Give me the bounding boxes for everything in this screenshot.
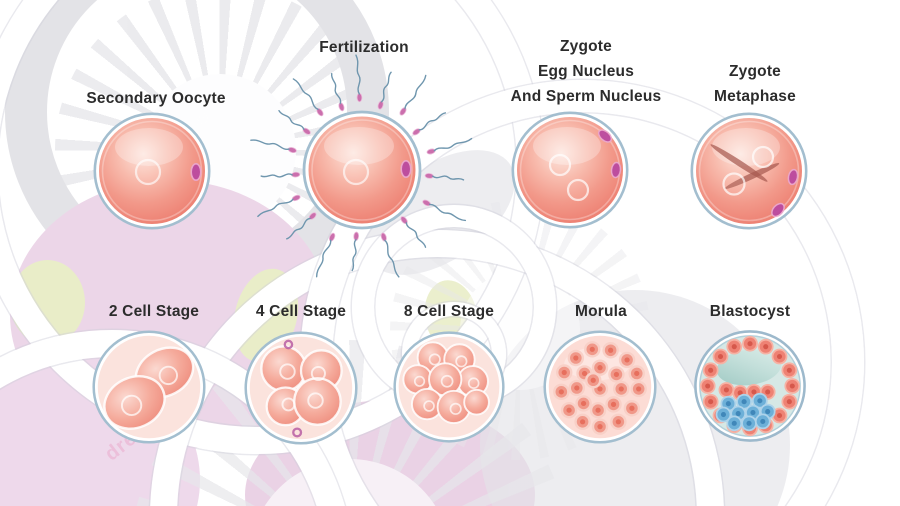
- polar-body-remnant: [292, 427, 303, 438]
- zygote-nuclei-illustration: [511, 111, 629, 229]
- nucleus: [342, 158, 370, 186]
- fertilization-illustration: [250, 54, 474, 279]
- stage-label-secondary-oocyte: Secondary Oocyte: [86, 86, 225, 111]
- blastomere: [463, 388, 490, 416]
- sperm-nucleus: [566, 178, 590, 202]
- nucleus: [428, 353, 441, 366]
- stage-label-blastocyst: Blastocyst: [710, 299, 790, 324]
- egg-cell: [511, 111, 629, 229]
- nucleus: [751, 145, 775, 169]
- polar-body: [400, 160, 412, 179]
- label-line: Metaphase: [714, 88, 796, 105]
- polar-body: [771, 202, 785, 218]
- blastocyst-illustration: [694, 330, 806, 442]
- nucleus: [455, 355, 468, 368]
- nucleus: [722, 172, 746, 196]
- nucleus: [310, 365, 326, 382]
- egg-cell: [302, 110, 422, 230]
- stage-label-zygote-metaphase: Zygote Metaphase: [714, 59, 796, 109]
- label-line: Blastocyst: [709, 303, 791, 320]
- label-line: And Sperm Nucleus: [510, 88, 662, 105]
- nucleus: [158, 365, 178, 386]
- blastomere: [293, 377, 342, 426]
- polar-body-remnant: [283, 339, 294, 350]
- stage-label-zygote-nuclei: Zygote Egg Nucleus And Sperm Nucleus: [511, 34, 662, 109]
- label-line: 4 Cell Stage: [255, 303, 347, 320]
- nucleus: [307, 392, 324, 409]
- egg-cell: [690, 112, 808, 230]
- embryo: [92, 330, 206, 444]
- blastomere: [260, 345, 307, 393]
- label-line: Zygote: [559, 38, 612, 55]
- label-line: Egg Nucleus: [537, 63, 635, 80]
- polar-body: [597, 129, 613, 143]
- egg-cell: [93, 112, 211, 230]
- stage-label-morula: Morula: [575, 299, 627, 324]
- nucleus: [449, 402, 462, 415]
- blastocoel-cavity: [716, 349, 782, 386]
- nucleus: [281, 397, 296, 412]
- label-line: 2 Cell Stage: [108, 303, 200, 320]
- embryo: [694, 330, 806, 442]
- egg-nucleus: [548, 153, 572, 177]
- stage-label-2-cell: 2 Cell Stage: [109, 299, 199, 324]
- nucleus: [134, 158, 162, 186]
- stage-label-4-cell: 4 Cell Stage: [256, 299, 346, 324]
- two-cell-illustration: [92, 330, 206, 444]
- stage-label-8-cell: 8 Cell Stage: [404, 299, 494, 324]
- label-line: Fertilization: [319, 39, 409, 56]
- nucleus: [279, 363, 296, 380]
- embryo: [393, 331, 505, 443]
- secondary-oocyte-illustration: [93, 112, 211, 230]
- label-line: Morula: [574, 303, 628, 320]
- embryo: [543, 330, 657, 444]
- zygote-metaphase-illustration: [690, 112, 808, 230]
- label-line: Secondary Oocyte: [86, 90, 226, 107]
- label-line: Zygote: [728, 63, 782, 80]
- polar-body: [787, 168, 799, 186]
- morula-illustration: [543, 330, 657, 444]
- nucleus: [413, 375, 426, 387]
- blastomere: [103, 375, 166, 430]
- four-cell-illustration: [244, 331, 358, 445]
- label-line: 8 Cell Stage: [403, 303, 495, 320]
- nucleus: [440, 374, 454, 388]
- stage-label-fertilization: Fertilization: [319, 35, 409, 60]
- nucleus: [423, 400, 435, 412]
- eight-cell-illustration: [393, 331, 505, 443]
- embryo: [244, 331, 358, 445]
- spindle-rod: [724, 163, 780, 189]
- nucleus: [120, 394, 143, 416]
- polar-body: [610, 161, 622, 179]
- polar-body: [190, 162, 202, 181]
- nucleus: [467, 377, 480, 389]
